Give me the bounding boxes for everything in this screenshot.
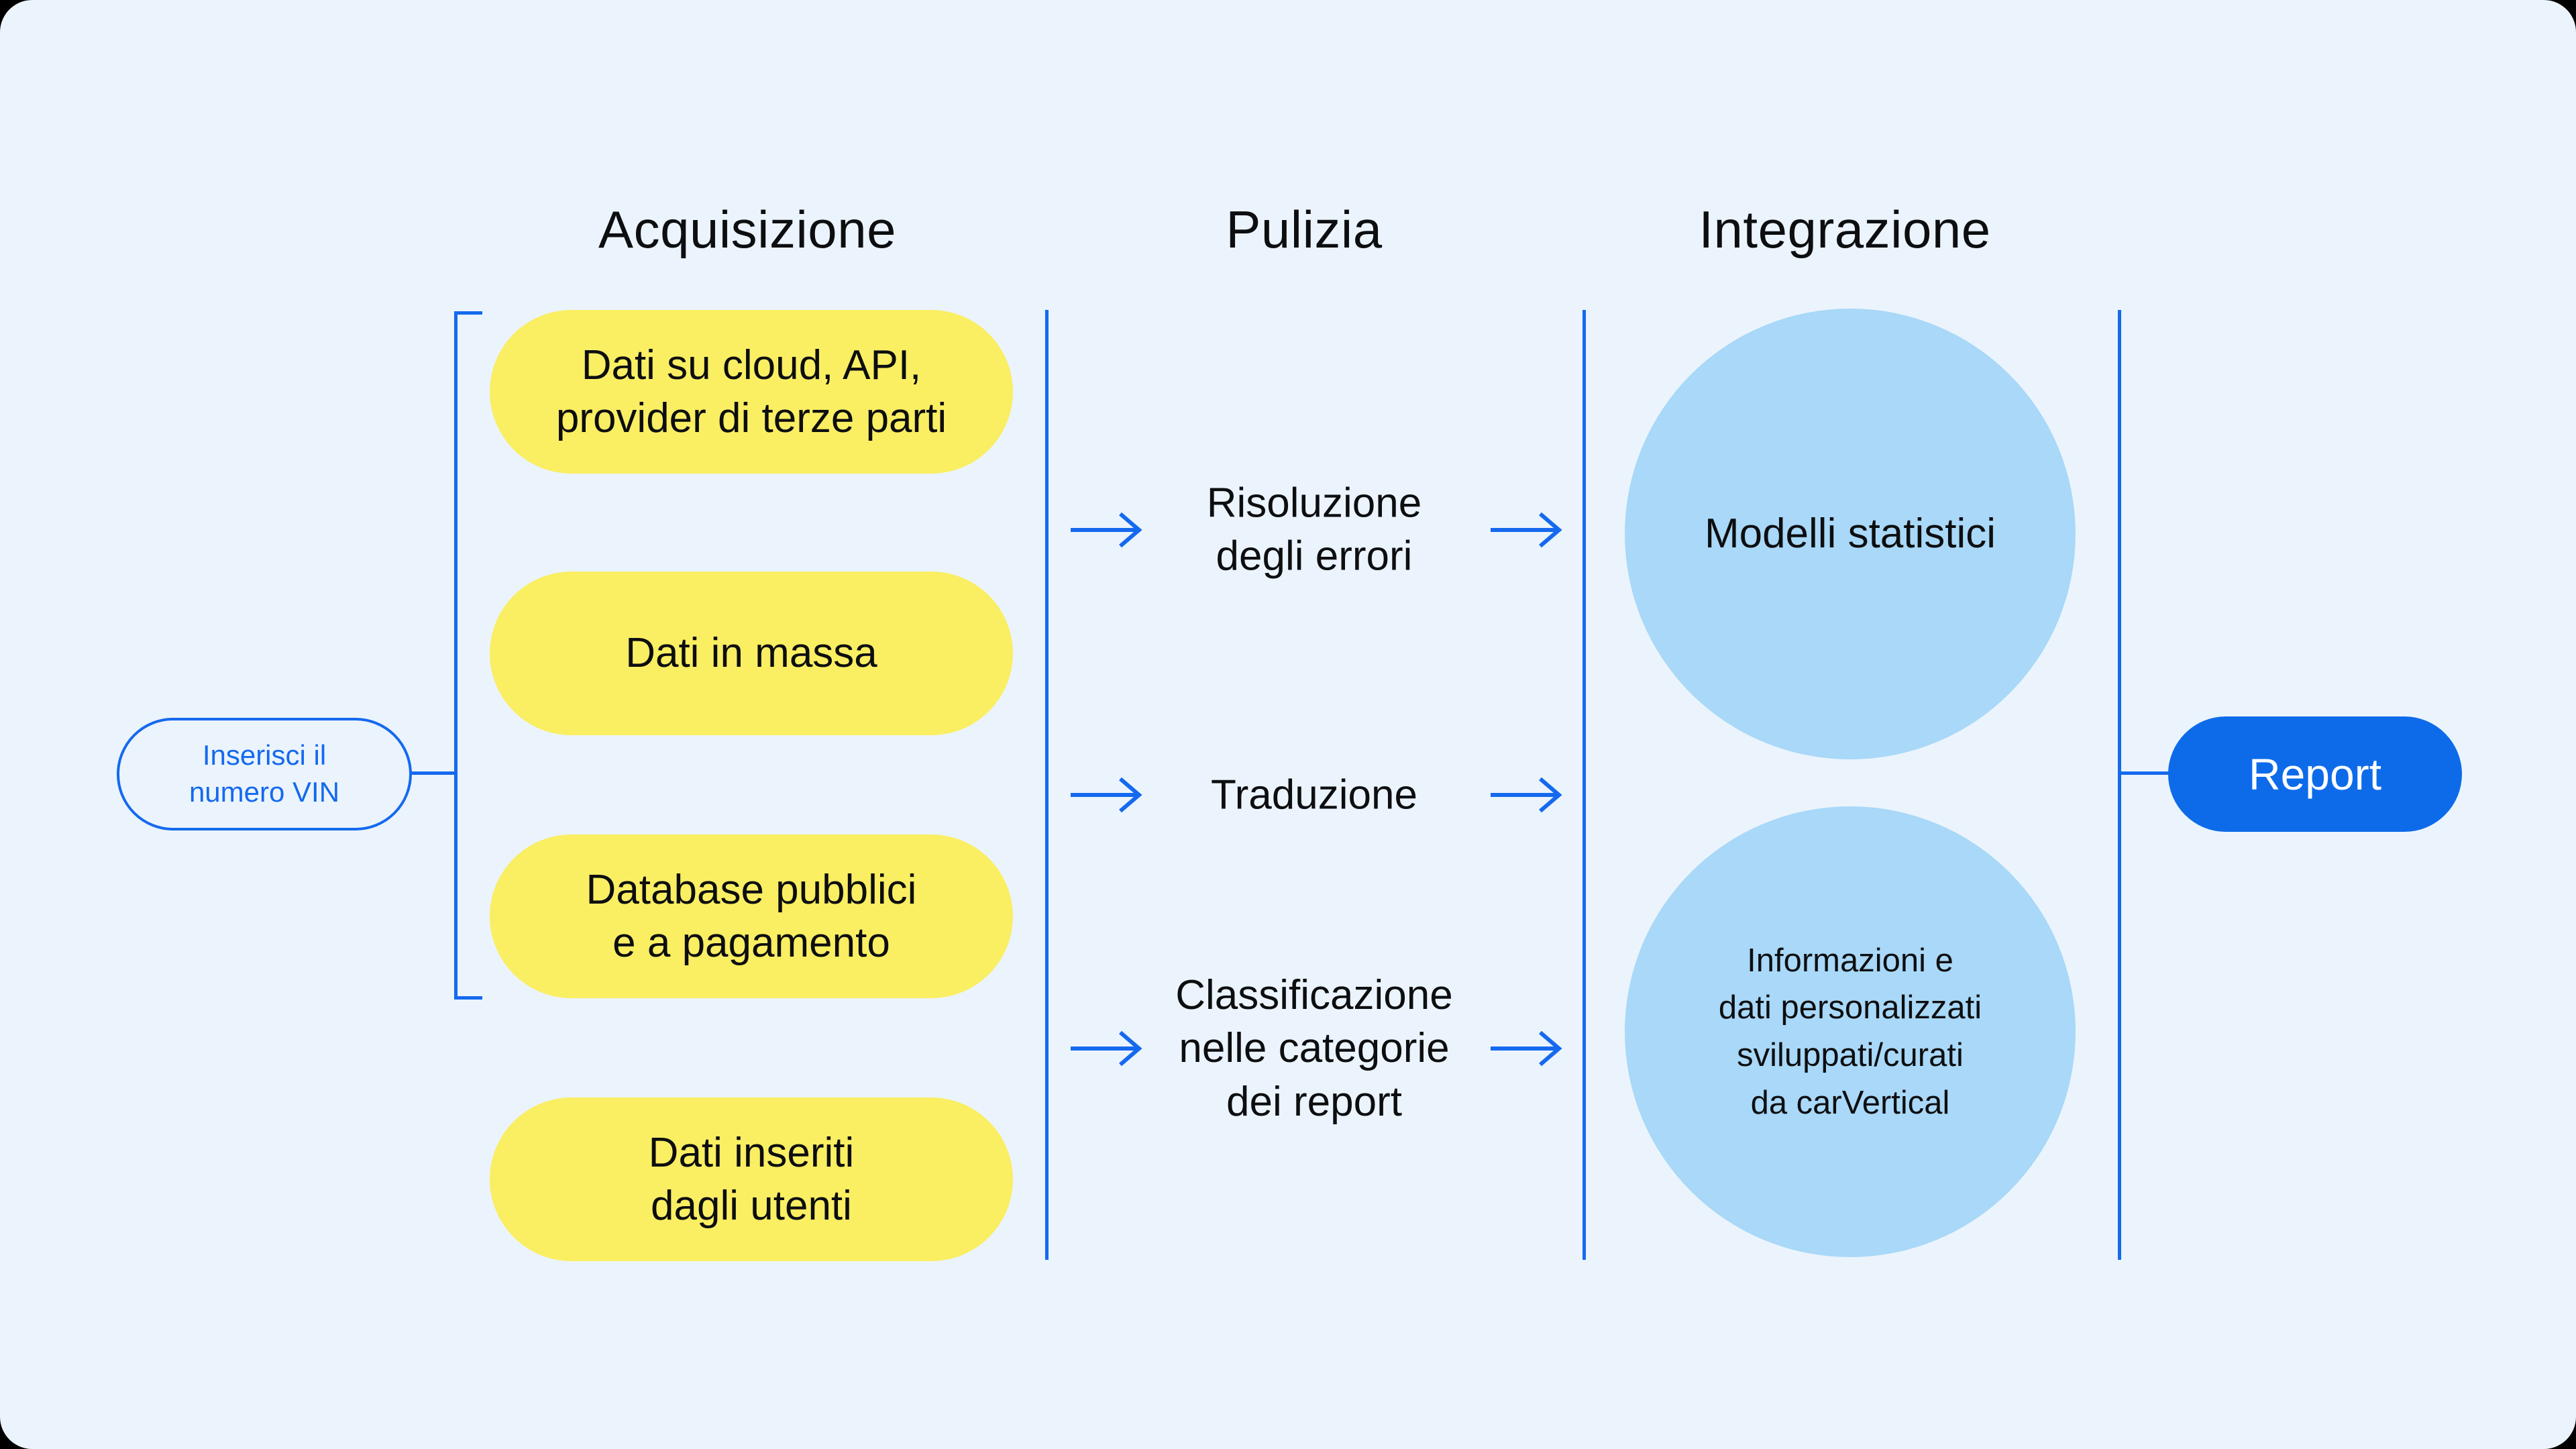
arrow-right-icon bbox=[1489, 511, 1563, 549]
acquisition-pill-bulk: Dati in massa bbox=[490, 572, 1013, 735]
arrow-right-icon bbox=[1489, 1030, 1563, 1067]
report-button[interactable]: Report bbox=[2168, 716, 2462, 832]
cleaning-step-translation: Traduzione bbox=[1211, 771, 1417, 818]
bracket-line bbox=[454, 311, 458, 1000]
arrow-right-icon bbox=[1069, 1030, 1143, 1067]
arrow-right-icon bbox=[1069, 776, 1143, 814]
bracket-tick-bottom bbox=[457, 996, 482, 1000]
cleaning-step-classification: Classificazione nelle categorie dei repo… bbox=[1175, 971, 1453, 1125]
integration-circle-custom-data: Informazioni e dati personalizzati svilu… bbox=[1625, 806, 2076, 1257]
cleaning-step-errors: Risoluzione degli errori bbox=[1206, 480, 1422, 580]
vin-connector-line bbox=[411, 771, 456, 775]
column-header-integrazione: Integrazione bbox=[1699, 200, 1991, 259]
divider-line-integrazione-report bbox=[2118, 310, 2121, 1260]
report-connector-line bbox=[2118, 771, 2169, 775]
acquisition-pill-users: Dati inseriti dagli utenti bbox=[490, 1097, 1013, 1261]
arrow-right-icon bbox=[1489, 776, 1563, 814]
column-header-pulizia: Pulizia bbox=[1226, 200, 1383, 259]
bracket-tick-top bbox=[457, 311, 482, 315]
arrow-right-icon bbox=[1069, 511, 1143, 549]
divider-line-pulizia-integrazione bbox=[1582, 310, 1586, 1260]
column-header-acquisizione: Acquisizione bbox=[598, 200, 896, 259]
acquisition-pill-cloud: Dati su cloud, API, provider di terze pa… bbox=[490, 310, 1013, 474]
divider-line-acquisizione-pulizia bbox=[1045, 310, 1049, 1260]
acquisition-pill-databases: Database pubblici e a pagamento bbox=[490, 835, 1013, 998]
vin-input-pill[interactable]: Inserisci il numero VIN bbox=[117, 718, 412, 830]
integration-circle-models: Modelli statistici bbox=[1625, 309, 2076, 759]
